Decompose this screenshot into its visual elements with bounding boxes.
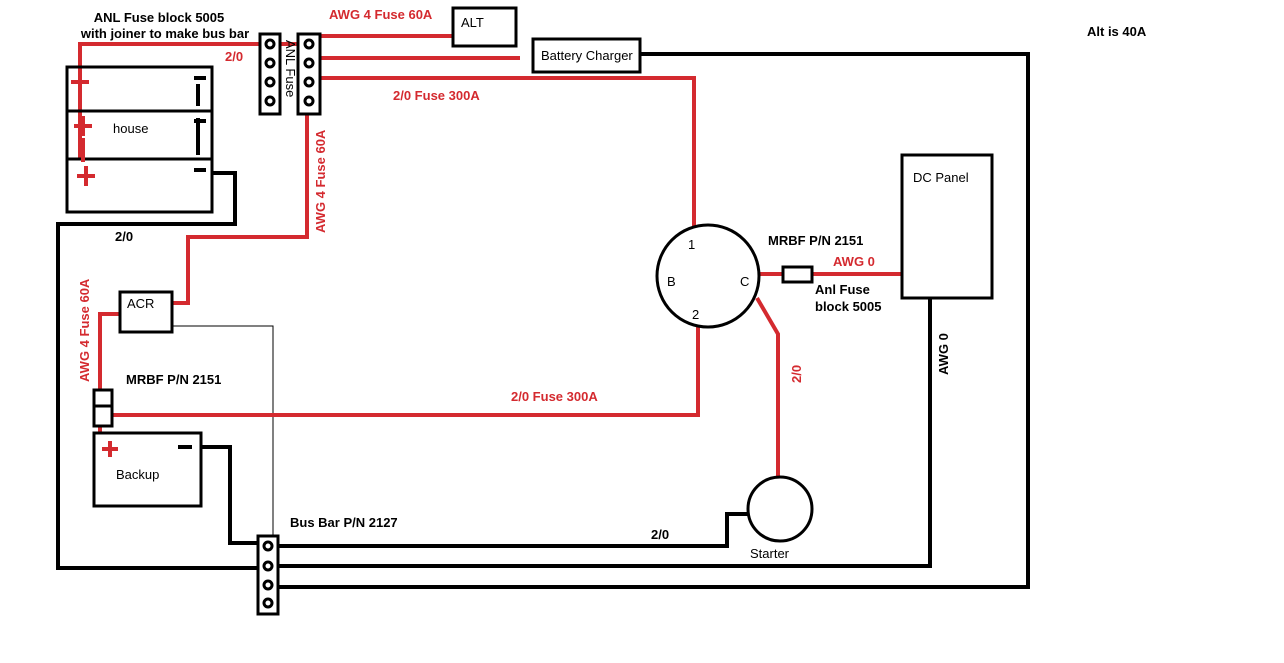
acr-label: ACR xyxy=(127,296,154,311)
awg4-fuse-mid-label: AWG 4 Fuse 60A xyxy=(313,129,328,233)
positive-wires xyxy=(78,34,902,478)
joiner-note-label: with joiner to make bus bar xyxy=(80,26,249,41)
anl-fuse-block xyxy=(296,32,322,116)
mrbf-left-label: MRBF P/N 2151 xyxy=(126,372,221,387)
fuse-300a-bottom-label: 2/0 Fuse 300A xyxy=(511,389,598,404)
bus-bar xyxy=(256,534,280,616)
anl-fuse-block-label: ANL Fuse block 5005 xyxy=(94,10,225,25)
switch-terminal-2: 2 xyxy=(692,307,699,322)
switch-terminal-c: C xyxy=(740,274,749,289)
fuse-300a-top-label: 2/0 Fuse 300A xyxy=(393,88,480,103)
awg0-horizontal-label: AWG 0 xyxy=(833,254,875,269)
battery-charger-box xyxy=(531,37,642,74)
switch-terminal-b: B xyxy=(667,274,676,289)
backup-label: Backup xyxy=(116,467,159,482)
acr-box xyxy=(118,290,174,334)
alt-label: ALT xyxy=(461,15,484,30)
awg4-fuse-left-label: AWG 4 Fuse 60A xyxy=(77,278,92,382)
alt-is-label: Alt is 40A xyxy=(1087,24,1147,39)
mrbf-fuse-left xyxy=(92,388,114,428)
mrbf-fuse-right xyxy=(781,265,814,284)
starter-label: Starter xyxy=(750,546,790,561)
two-zero-house-label: 2/0 xyxy=(115,229,133,244)
awg4-fuse-top-label: AWG 4 Fuse 60A xyxy=(329,7,433,22)
negative-wires xyxy=(56,52,1030,589)
two-zero-bottom-label: 2/0 xyxy=(651,527,669,542)
anl-fuse-vertical-label: ANL Fuse xyxy=(283,40,298,97)
dc-panel-box xyxy=(900,153,994,300)
two-zero-top-label: 2/0 xyxy=(225,49,243,64)
starter-motor xyxy=(746,475,814,543)
awg0-vertical-label: AWG 0 xyxy=(936,333,951,375)
alt-box xyxy=(451,6,518,48)
switch-terminal-1: 1 xyxy=(688,237,695,252)
battery-switch xyxy=(655,223,761,329)
anl-fuse-right-label-2: block 5005 xyxy=(815,299,882,314)
anl-fuse-right-label-1: Anl Fuse xyxy=(815,282,870,297)
battery-charger-label: Battery Charger xyxy=(541,48,633,63)
house-label: house xyxy=(113,121,148,136)
house-battery-bank xyxy=(65,65,214,214)
mrbf-right-label: MRBF P/N 2151 xyxy=(768,233,863,248)
anl-fuse-block-joiner xyxy=(258,32,282,116)
two-zero-starter-label: 2/0 xyxy=(789,365,804,383)
backup-battery xyxy=(92,431,203,508)
bus-bar-label: Bus Bar P/N 2127 xyxy=(290,515,398,530)
dc-panel-label: DC Panel xyxy=(913,170,969,185)
